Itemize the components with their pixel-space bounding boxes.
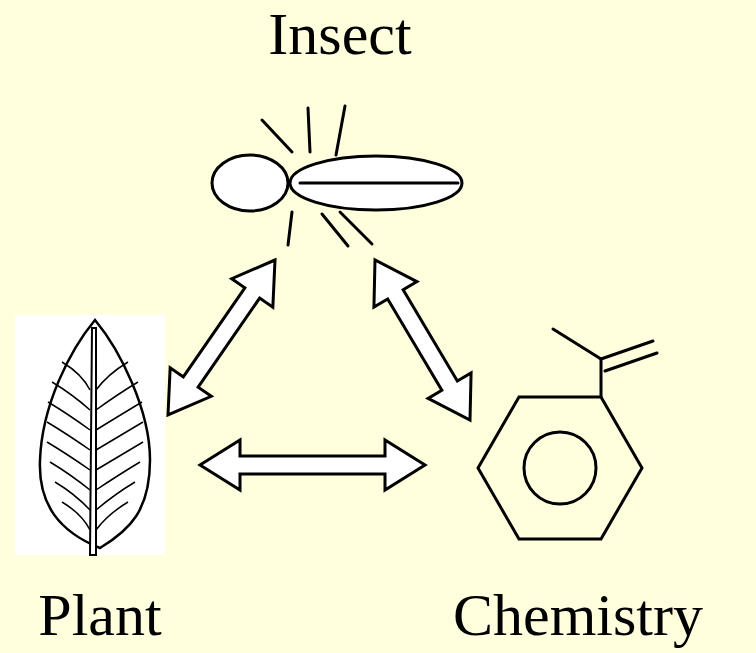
double-arrow (200, 440, 425, 490)
node-label: Chemistry (453, 585, 703, 645)
plant-node: Plant (0, 310, 200, 653)
double-arrow (374, 260, 471, 420)
double-arrow (168, 260, 275, 415)
chemistry-node: Chemistry (400, 310, 756, 653)
node-label: Insect (268, 4, 411, 64)
node-label: Plant (38, 585, 161, 645)
insect-node: Insect (200, 0, 480, 260)
